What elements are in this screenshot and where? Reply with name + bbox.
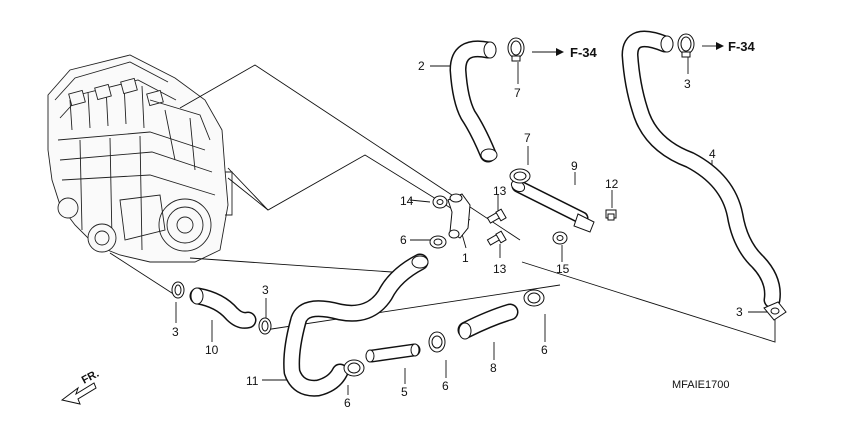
joint-1 — [447, 193, 471, 239]
clamp-6-bottom-left — [343, 359, 365, 377]
engine-assembly — [47, 54, 233, 263]
washer-14 — [432, 195, 448, 209]
callout-1: 1 — [462, 251, 469, 265]
arrow-right-icon-right — [702, 42, 724, 50]
callout-15: 15 — [556, 262, 570, 276]
callout-3-right: 3 — [736, 305, 743, 319]
callout-13-top: 13 — [493, 184, 507, 198]
callout-2: 2 — [418, 59, 425, 73]
callout-11: 11 — [246, 374, 259, 388]
hose-9 — [510, 179, 589, 225]
hose-8 — [457, 303, 519, 340]
bolt-12 — [605, 209, 617, 221]
clamp-6-mid — [429, 235, 447, 249]
diagram-code: MFAIE1700 — [672, 379, 729, 391]
hose-4 — [621, 30, 781, 309]
reference-f34-right: F-34 — [728, 39, 756, 54]
clamp-6-bottom-mid — [428, 331, 446, 353]
clamp-3-right — [763, 301, 787, 321]
leader-lines — [109, 48, 776, 395]
callout-13-bottom: 13 — [493, 262, 507, 276]
clamp-7-top — [507, 37, 525, 62]
clamp-3-top-right — [677, 33, 695, 58]
callout-5: 5 — [401, 385, 408, 399]
clamp-6-right — [523, 289, 545, 307]
front-arrow-icon — [60, 382, 97, 405]
callout-6-bottom-mid: 6 — [442, 379, 449, 393]
arrow-right-icon-left — [532, 48, 564, 56]
clamp-7-mid — [509, 168, 531, 184]
bolt-13-top — [486, 208, 507, 224]
pipe-5 — [365, 343, 421, 363]
flange-9 — [573, 213, 595, 233]
callout-3-left: 3 — [172, 325, 179, 339]
callout-7-mid: 7 — [524, 131, 531, 145]
hose-2 — [449, 40, 498, 163]
callout-3-mid: 3 — [262, 283, 269, 297]
callout-6-bottom-left: 6 — [344, 396, 351, 410]
callout-8: 8 — [490, 361, 497, 375]
callout-4: 4 — [709, 147, 716, 161]
callout-7-top: 7 — [514, 86, 521, 100]
callout-12: 12 — [605, 177, 619, 191]
clamp-3-mid — [258, 317, 272, 335]
callout-14: 14 — [400, 194, 414, 208]
callout-9: 9 — [571, 159, 578, 173]
front-label: FR. — [80, 368, 101, 387]
callout-10: 10 — [205, 343, 219, 357]
hose-10 — [189, 287, 257, 329]
oring-15 — [552, 231, 568, 245]
callout-6-mid: 6 — [400, 233, 407, 247]
hose-11 — [283, 253, 429, 397]
reference-f34-left: F-34 — [570, 45, 598, 60]
callout-3-top-right: 3 — [684, 77, 691, 91]
bolt-13-bottom — [486, 230, 507, 246]
clamp-3-left — [171, 281, 185, 299]
callout-6-right: 6 — [541, 343, 548, 357]
